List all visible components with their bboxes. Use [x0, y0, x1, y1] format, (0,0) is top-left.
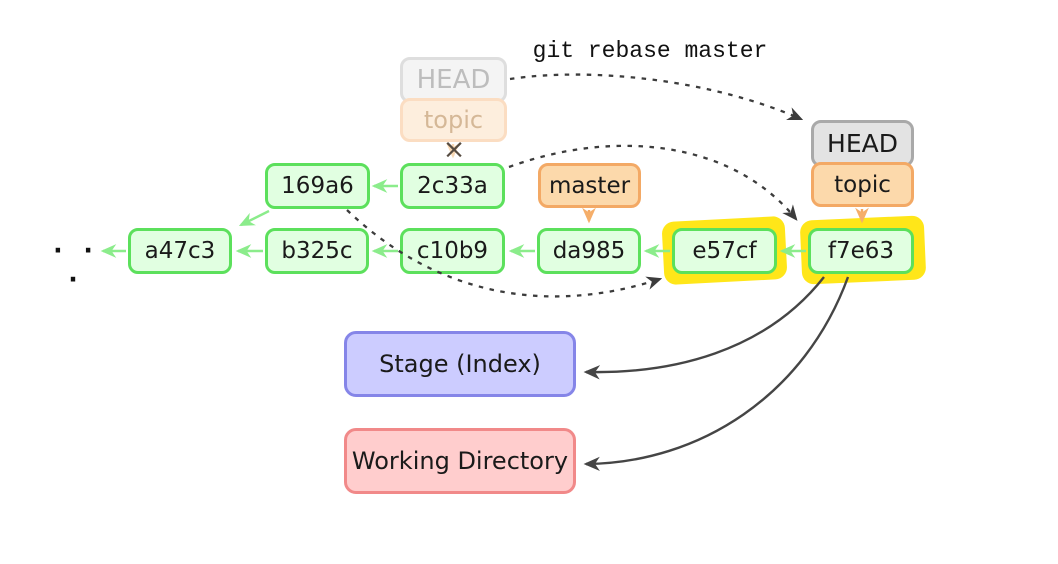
dashed-arrow-head-move [509, 73, 804, 121]
commit-id: 169a6 [281, 173, 354, 199]
commit-id: e57cf [692, 238, 757, 264]
commit-id: da985 [552, 238, 626, 264]
arrow-f7e63-to-stage [583, 276, 825, 380]
new-head-pointer-box: HEAD [811, 120, 914, 167]
new-topic-label: topic [834, 171, 891, 198]
commit-box-da985: da985 [537, 228, 641, 274]
old-topic-pointer-box: topic [400, 98, 507, 142]
commit-box-2c33a: 2c33a [400, 163, 505, 209]
detached-cross-marker: × [442, 134, 466, 165]
commit-id: a47c3 [144, 238, 216, 264]
master-label: master [548, 172, 631, 199]
old-head-pointer-box: HEAD [400, 57, 507, 103]
stage-index-label: Stage (Index) [379, 350, 541, 378]
old-topic-label: topic [423, 106, 484, 134]
commit-box-e57cf: e57cf [672, 228, 777, 274]
commit-box-169a6: 169a6 [265, 163, 370, 209]
history-ellipsis: · · · [53, 236, 99, 294]
commit-box-a47c3: a47c3 [128, 228, 232, 274]
working-directory-label: Working Directory [351, 447, 569, 475]
arrow-f7e63-to-working [583, 276, 850, 472]
new-topic-pointer-box: topic [811, 162, 914, 207]
commit-id: b325c [281, 238, 353, 264]
stage-index-box: Stage (Index) [344, 331, 576, 397]
master-branch-box: master [538, 163, 641, 208]
commit-box-b325c: b325c [265, 228, 369, 274]
working-directory-box: Working Directory [344, 428, 576, 494]
new-head-label: HEAD [827, 129, 898, 158]
commit-id: f7e63 [827, 238, 895, 264]
commit-id: c10b9 [416, 238, 489, 264]
arrow-169a6-to-a47c3 [238, 209, 270, 227]
old-head-label: HEAD [416, 65, 491, 95]
commit-box-f7e63: f7e63 [808, 228, 914, 274]
commit-id: 2c33a [417, 173, 488, 199]
command-label: git rebase master [532, 38, 768, 64]
commit-box-c10b9: c10b9 [400, 228, 505, 274]
